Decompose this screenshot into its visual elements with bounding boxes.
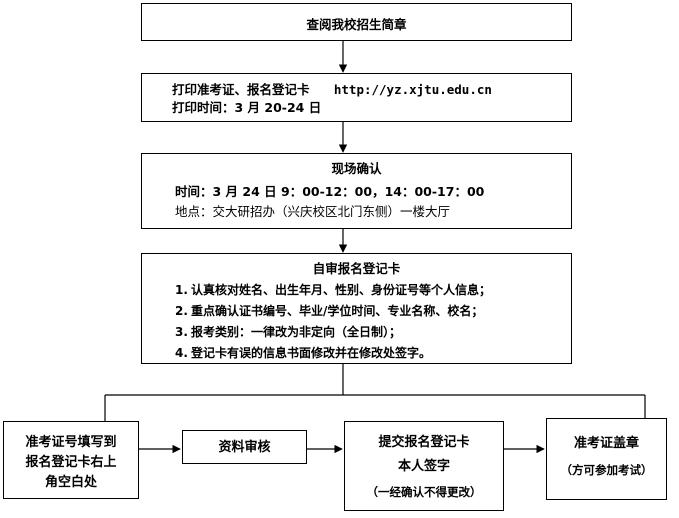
- website-url: http://yz.xjtu.edu.cn: [333, 82, 492, 97]
- print-cards-text: 打印准考证、报名登记卡 http://yz.xjtu.edu.cn: [172, 82, 492, 97]
- step-print-cards: 打印准考证、报名登记卡 http://yz.xjtu.edu.cn 打印时间：3…: [141, 73, 572, 122]
- check-item: 3.报考类别：一律改为非定向（全日制）；: [175, 326, 401, 338]
- check-item-number: 2.: [175, 304, 188, 318]
- check-item-text: 重点确认证书编号、毕业/学位时间、专业名称、校名；: [191, 304, 484, 318]
- check-item-text: 报考类别：一律改为非定向（全日制）；: [191, 325, 402, 339]
- check-item-number: 3.: [175, 325, 188, 339]
- step-document-review: 资料审核: [182, 430, 307, 464]
- ticket-stamp-note: （方可参加考试）: [560, 463, 653, 477]
- check-item: 2.重点确认证书编号、毕业/学位时间、专业名称、校名；: [175, 305, 483, 317]
- ticket-stamp-text: 准考证盖章: [573, 436, 639, 451]
- step-read-brochure: 查阅我校招生简章: [141, 3, 572, 41]
- self-check-title: 自审报名登记卡: [312, 261, 401, 276]
- step-self-check-card: 自审报名登记卡 1.认真核对姓名、出生年月、性别、身份证号等个人信息； 2.重点…: [141, 253, 572, 364]
- fill-ticket-line: 准考证号填写到: [25, 435, 117, 450]
- submit-card-line1: 提交报名登记卡: [378, 435, 470, 450]
- fill-ticket-line: 报名登记卡右上: [25, 455, 117, 470]
- fill-ticket-line: 角空白处: [44, 475, 97, 490]
- print-cards-label: 打印准考证、报名登记卡: [172, 82, 310, 97]
- check-item-number: 1.: [175, 283, 188, 297]
- submit-card-line2: 本人签字: [397, 459, 450, 474]
- onsite-confirmation-title: 现场确认: [331, 161, 382, 176]
- document-review-text: 资料审核: [218, 440, 271, 455]
- submit-card-note: （一经确认不得更改）: [366, 485, 482, 499]
- check-item-text: 认真核对姓名、出生年月、性别、身份证号等个人信息；: [191, 283, 492, 297]
- check-item: 4.登记卡有误的信息书面修改并在修改处签字。: [175, 347, 431, 359]
- step-read-brochure-text: 查阅我校招生简章: [306, 17, 407, 32]
- onsite-time-text: 时间：3 月 24 日 9：00-12：00，14：00-17：00: [175, 184, 485, 199]
- check-item: 1.认真核对姓名、出生年月、性别、身份证号等个人信息；: [175, 284, 491, 296]
- step-fill-ticket-number: 准考证号填写到 报名登记卡右上 角空白处: [3, 421, 139, 499]
- print-time-text: 打印时间：3 月 20-24 日: [172, 100, 322, 115]
- step-ticket-stamp: 准考证盖章 （方可参加考试）: [546, 418, 667, 500]
- step-onsite-confirmation: 现场确认 时间：3 月 24 日 9：00-12：00，14：00-17：00 …: [141, 153, 572, 229]
- step-submit-card: 提交报名登记卡 本人签字 （一经确认不得更改）: [344, 421, 504, 511]
- check-item-number: 4.: [175, 346, 188, 360]
- onsite-place-text: 地点：交大研招办（兴庆校区北门东侧）一楼大厅: [175, 204, 451, 219]
- check-item-text: 登记卡有误的信息书面修改并在修改处签字。: [191, 346, 432, 360]
